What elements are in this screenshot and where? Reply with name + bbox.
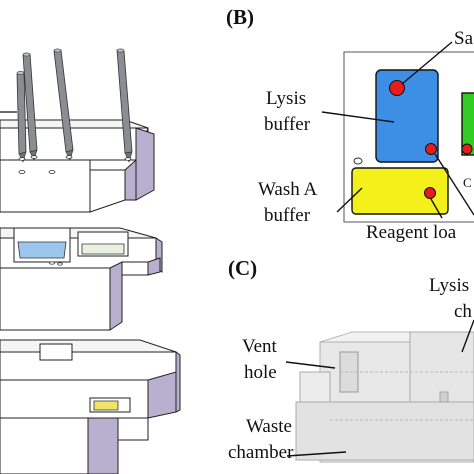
pin-group	[16, 48, 133, 163]
bottom-block	[0, 339, 181, 474]
lysis-label-line2: buffer	[264, 114, 311, 135]
leader-line	[336, 187, 363, 213]
lysis-chamber-label-line2: ch	[454, 301, 472, 322]
middle-block	[0, 227, 163, 331]
top-block	[0, 119, 155, 213]
lysis-chamber-well	[13, 227, 71, 263]
panel-b-top-view: (B) Sa Lysis buffer Wash A buffer Reagen…	[226, 5, 474, 243]
reagent-loading-label: Reagent loa	[366, 222, 457, 243]
vent-hole	[339, 351, 359, 393]
leader-line	[321, 111, 395, 123]
waste-label-line2: chamber	[228, 442, 294, 463]
lysis-chamber-label-line1: Lysis	[429, 275, 469, 296]
panel-c-letter: (C)	[228, 256, 257, 280]
leader-line	[430, 198, 443, 219]
vent-label-line1: Vent	[242, 336, 278, 357]
reagent-well	[77, 231, 129, 257]
wash-label-line2: buffer	[264, 205, 311, 226]
lysis-label-line1: Lysis	[266, 88, 306, 109]
waste-label-line1: Waste	[246, 416, 292, 437]
sample-port	[389, 80, 405, 96]
green-chamber	[461, 92, 474, 156]
wash-label-line1: Wash A	[258, 179, 317, 200]
panel-a-exploded-view	[0, 48, 181, 474]
pin	[116, 48, 133, 163]
panel-b-letter: (B)	[226, 5, 254, 29]
lysis-reagent-port	[425, 143, 437, 155]
panel-c-side-view: (C) Lysis ch Vent hole Waste chamber	[228, 256, 474, 463]
leader-line	[434, 153, 474, 216]
yellow-slot	[89, 397, 131, 413]
translucent-chip	[295, 331, 474, 463]
partial-label: C	[463, 175, 472, 190]
wash-port	[424, 187, 436, 199]
pin	[16, 71, 27, 163]
wash-a-buffer-chamber	[351, 167, 449, 215]
port-outline	[353, 157, 363, 165]
leader-line	[285, 361, 336, 369]
sample-label: Sa	[454, 28, 474, 49]
vent-label-line2: hole	[244, 362, 277, 383]
leader-line	[401, 41, 453, 85]
green-port	[461, 143, 473, 155]
leader-line	[286, 451, 347, 457]
leader-line	[461, 319, 474, 353]
